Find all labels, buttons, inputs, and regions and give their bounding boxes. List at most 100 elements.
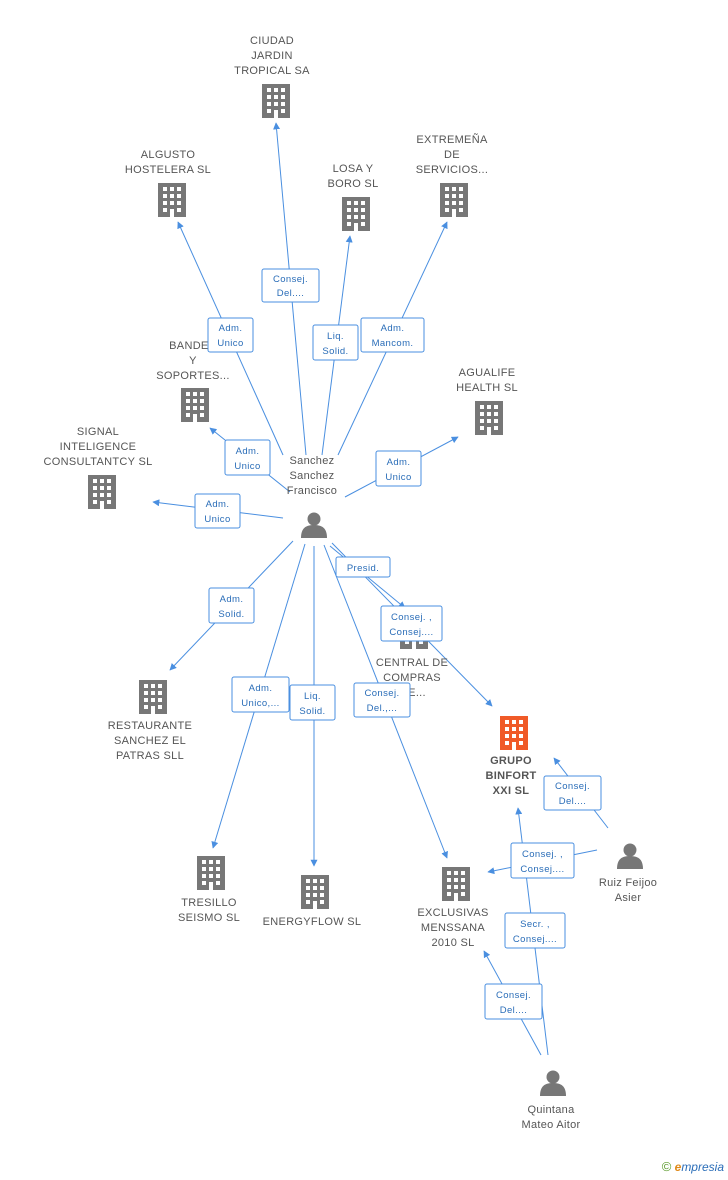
relation-box-exclusivas-ruiz[interactable]: Consej. , Consej....	[510, 842, 575, 879]
relation-box-extremena[interactable]: Adm.Mancom.	[360, 317, 425, 353]
company-label: JARDIN	[251, 50, 293, 62]
svg-text:Adm.Unico: Adm. Unico	[204, 499, 230, 525]
relation-box-grupo[interactable]: Consej. ,Consej....	[380, 605, 443, 642]
relation-label: Consej.	[273, 274, 308, 285]
building-icon	[181, 388, 209, 422]
empresia-logo[interactable]: © empresia	[662, 1159, 724, 1174]
company-label: CENTRAL DE	[376, 657, 448, 669]
company-label: EXCLUSIVAS	[417, 907, 488, 919]
person-label: Quintana	[527, 1104, 575, 1116]
company-label: RESTAURANTE	[108, 720, 192, 732]
relation-box-energyflow[interactable]: Liq.Solid.	[289, 684, 336, 721]
person-label: Mateo Aitor	[522, 1119, 581, 1131]
relation-label: Consej.	[555, 781, 590, 792]
relation-box-bander[interactable]: Adm. Unico	[224, 439, 271, 476]
relation-label: Consej....	[513, 934, 557, 945]
person-icon	[540, 1070, 566, 1096]
relation-label: Unico	[234, 461, 260, 472]
person-label: Asier	[615, 892, 642, 904]
relation-box-agualife[interactable]: Adm.Unico	[375, 450, 422, 487]
svg-text:Consej.Del.,...: Consej.Del.,...	[364, 688, 399, 714]
svg-text:Consej.Del....: Consej. Del....	[555, 781, 590, 807]
relation-box-signal[interactable]: Adm. Unico	[194, 493, 241, 529]
relation-label: Del....	[277, 288, 305, 299]
company-label: EXTREMEÑA	[416, 133, 488, 146]
building-icon	[500, 716, 528, 750]
building-icon	[88, 475, 116, 509]
relation-box-central-presid[interactable]: Presid.	[335, 556, 391, 578]
relation-label: Consej.	[496, 990, 531, 1001]
relation-box-exclusivas-sanchez[interactable]: Consej.Del.,...	[353, 682, 411, 718]
relation-label: Adm.	[206, 499, 230, 510]
svg-text:Consej.Del....: Consej. Del....	[273, 274, 308, 299]
company-label: BINFORT	[486, 770, 537, 782]
person-label: Sanchez	[290, 455, 335, 467]
relation-label: Del.,...	[367, 703, 398, 714]
relation-label: Unico,...	[241, 698, 279, 709]
relation-label: Unico	[204, 514, 230, 525]
company-label: TRESILLO	[181, 897, 237, 909]
relation-label: Del....	[559, 796, 587, 807]
relation-box-grupo-ruiz[interactable]: Consej. Del....	[543, 775, 602, 811]
svg-text:Adm.Mancom.: Adm.Mancom.	[372, 323, 414, 349]
relation-box-algusto[interactable]: Adm.Unico	[207, 317, 254, 353]
company-label: INTELIGENCE	[60, 441, 137, 453]
svg-text:Consej.Del....: Consej.Del....	[496, 990, 531, 1016]
relation-label: Liq.	[327, 331, 344, 342]
relation-box-ciudad[interactable]: Consej. Del....	[261, 268, 320, 303]
relation-label: Adm.	[220, 594, 244, 605]
building-icon	[440, 183, 468, 217]
relation-box-restaurante[interactable]: Adm.Solid.	[208, 587, 255, 624]
relation-label: Solid.	[322, 346, 348, 357]
svg-text:Consej. ,Consej....: Consej. , Consej....	[520, 849, 564, 875]
svg-text:Adm.Unico: Adm.Unico	[385, 457, 411, 483]
person-label: Sanchez	[290, 470, 335, 482]
copyright-symbol: ©	[661, 1159, 672, 1174]
relation-box-losa[interactable]: Liq. Solid.	[312, 324, 359, 361]
company-energyflow[interactable]: ENERGYFLOW SL	[263, 875, 362, 928]
company-label: SOPORTES...	[156, 370, 229, 382]
brand-initial: e	[674, 1160, 682, 1174]
company-label: SANCHEZ EL	[114, 735, 186, 747]
company-label: AGUALIFE	[459, 367, 516, 379]
person-label: Francisco	[287, 485, 337, 497]
brand-name: mpresia	[681, 1160, 724, 1174]
relation-box-exclusivas-quintana[interactable]: Consej.Del....	[484, 983, 543, 1020]
relation-label: Adm.	[236, 446, 260, 457]
building-icon	[262, 84, 290, 118]
company-label: CIUDAD	[250, 35, 294, 47]
relation-label: Mancom.	[372, 338, 414, 349]
relation-box-tresillo[interactable]: Adm.Unico,...	[231, 676, 290, 713]
relation-label: Consej....	[520, 864, 564, 875]
relation-label: Presid.	[347, 563, 379, 574]
relation-label: Consej. ,	[522, 849, 563, 860]
company-label: Y	[189, 355, 197, 367]
svg-text:Adm.Unico: Adm. Unico	[234, 446, 260, 472]
relation-box-grupo-quintana[interactable]: Secr. ,Consej....	[504, 912, 566, 949]
relation-label: Liq.	[304, 691, 321, 702]
building-icon	[158, 183, 186, 217]
relation-label: Consej....	[389, 627, 433, 638]
